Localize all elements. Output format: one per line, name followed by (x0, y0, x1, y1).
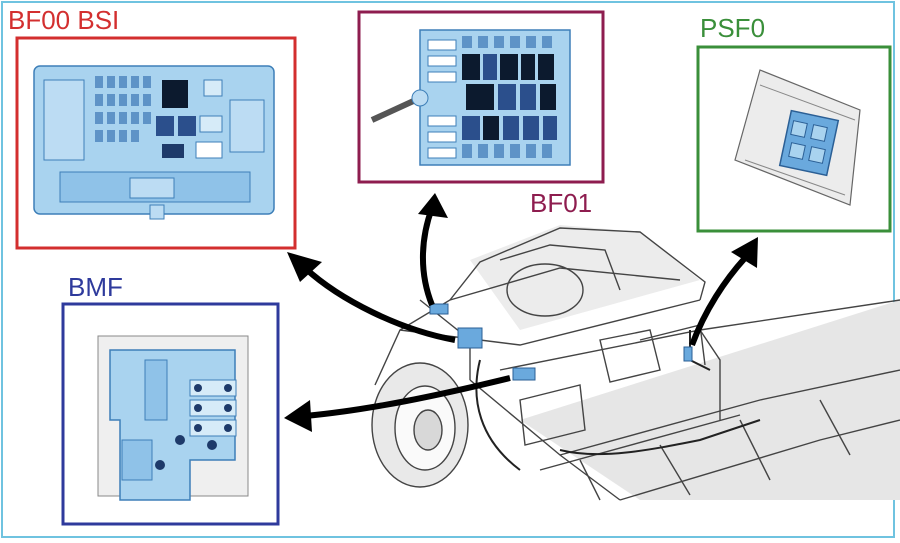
bf00-fuse-box-icon (33, 65, 275, 220)
bf01-frame (357, 10, 605, 184)
vehicle-chassis-icon (371, 225, 900, 501)
psf0-frame (696, 45, 892, 233)
psf0-label: PSF0 (700, 13, 766, 43)
psf0-fuse-box-icon (734, 69, 861, 206)
bf01-label: BF01 (530, 188, 593, 218)
curved-arrow-icon (302, 206, 748, 419)
bmf-frame (61, 302, 280, 526)
vehicle-module-markers (429, 303, 693, 381)
bf01-fuse-box-icon (370, 29, 571, 166)
arrow-heads (284, 193, 758, 432)
bmf-fuse-box-icon (97, 335, 249, 501)
bf00-label: BF00 BSI (8, 5, 120, 35)
bmf-label: BMF (68, 272, 123, 302)
bf00-frame (15, 36, 297, 250)
